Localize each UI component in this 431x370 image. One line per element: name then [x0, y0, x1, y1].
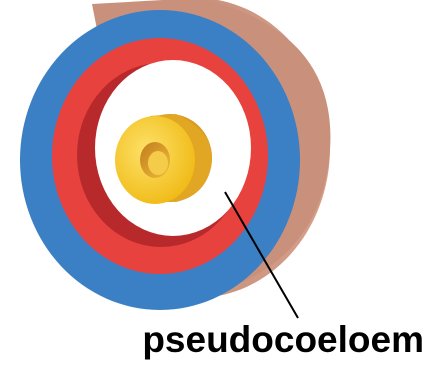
inner-tube — [115, 114, 212, 204]
pseudocoeloem-label: pseudocoeloem — [0, 318, 431, 362]
